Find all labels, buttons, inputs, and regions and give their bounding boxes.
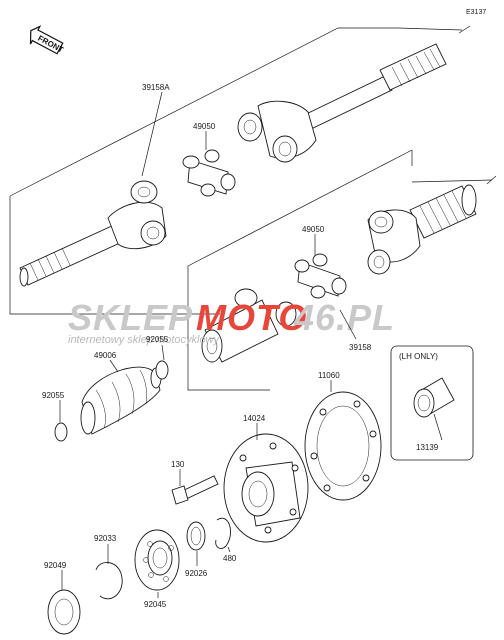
part-49006-boot [80, 366, 162, 435]
watermark-logo: SKLEP MOTO 46.PL internetowy sklep motoc… [68, 297, 395, 346]
diagram-code: E3137 [466, 9, 486, 16]
label-49006: 49006 [94, 351, 117, 360]
part-92049-oil-seal [47, 589, 81, 635]
universal-joint-upper [182, 149, 236, 197]
label-130: 130 [171, 460, 185, 469]
clamp-92055-right [155, 360, 169, 380]
label-13139: 13139 [416, 443, 439, 452]
drive-shaft-upper-right [237, 43, 447, 163]
label-49050-top: 49050 [193, 122, 216, 131]
watermark-brand-left: SKLEP [68, 297, 193, 338]
label-39158: 39158 [349, 343, 372, 352]
frame-39158a [9, 27, 398, 197]
part-92033-snap-ring [95, 562, 123, 600]
label-11060: 11060 [318, 371, 340, 380]
frame-39158 [187, 149, 413, 267]
label-39158a: 39158A [142, 83, 170, 92]
part-13139-sleeve [413, 377, 455, 441]
label-92026: 92026 [185, 569, 208, 578]
label-92033: 92033 [94, 534, 117, 543]
stub-yoke [201, 288, 297, 363]
part-11060-gasket [304, 391, 382, 501]
part-92026-ring [186, 521, 206, 551]
watermark-brand-mid: MOTO [196, 297, 307, 338]
leader-lines [59, 91, 357, 598]
part-14024-housing [223, 433, 309, 543]
drive-shaft-lower-right [367, 184, 477, 275]
label-92055-right: 92055 [146, 335, 169, 344]
label-92049: 92049 [44, 561, 67, 570]
clamp-92055-left [54, 422, 68, 442]
lh-only-note: (LH ONLY) [399, 352, 438, 361]
watermark-brand-right: 46.PL [293, 297, 395, 338]
label-49050-mid: 49050 [302, 225, 325, 234]
label-92055-left: 92055 [42, 391, 65, 400]
label-92045: 92045 [144, 600, 167, 609]
label-480: 480 [223, 554, 237, 563]
label-14024: 14024 [243, 414, 266, 423]
drive-shaft-upper-left [19, 180, 167, 287]
universal-joint-lower [294, 253, 347, 299]
part-130-bolt [171, 475, 219, 505]
watermark-tagline: internetowy sklep motocyklowy [68, 334, 221, 346]
front-arrow-icon: FRONT [29, 25, 65, 55]
part-92045-bearing [134, 529, 180, 591]
part-480-circlip [215, 517, 231, 549]
